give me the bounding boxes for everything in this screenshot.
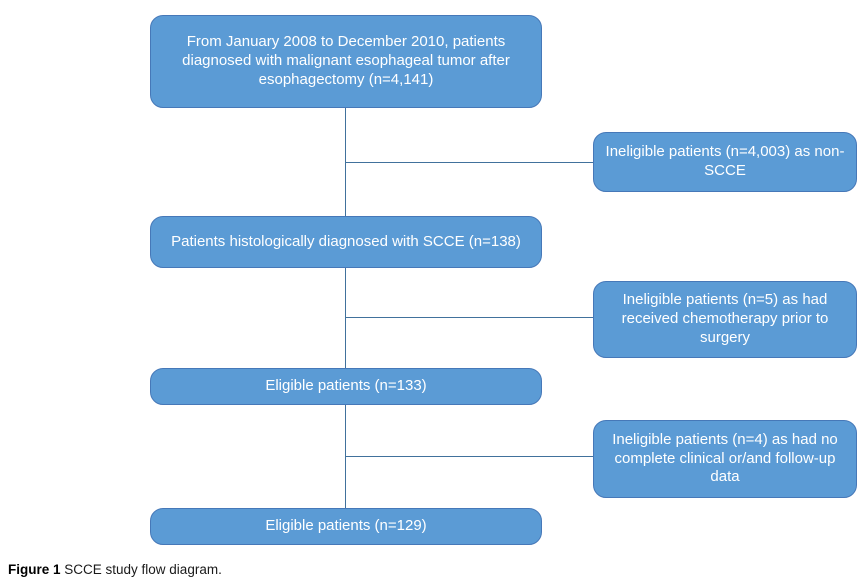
flow-box-eligible-133: Eligible patients (n=133) — [150, 368, 542, 405]
figure-caption-text: SCCE study flow diagram. — [60, 562, 222, 577]
connector-vertical-2 — [345, 267, 346, 369]
flow-box-ineligible-non-scce: Ineligible patients (n=4,003) as non-SCC… — [593, 132, 857, 192]
flow-box-enrollment-text: From January 2008 to December 2010, pati… — [182, 33, 510, 88]
flow-box-eligible-129-text: Eligible patients (n=129) — [265, 517, 427, 535]
flow-box-scce-diagnosed-text: Patients histologically diagnosed with S… — [171, 232, 521, 250]
flow-box-ineligible-non-scce-text: Ineligible patients (n=4,003) as non-SCC… — [605, 143, 845, 179]
flow-box-eligible-129: Eligible patients (n=129) — [150, 508, 542, 545]
connector-vertical-1 — [345, 107, 346, 217]
figure-caption-label: Figure 1 — [8, 562, 61, 577]
connector-branch-3 — [346, 456, 593, 457]
figure-caption: Figure 1 SCCE study flow diagram. — [8, 562, 222, 577]
connector-vertical-3 — [345, 404, 346, 509]
flow-box-ineligible-chemotherapy: Ineligible patients (n=5) as had receive… — [593, 281, 857, 358]
connector-branch-2 — [346, 317, 593, 318]
flow-box-ineligible-incomplete-data: Ineligible patients (n=4) as had no comp… — [593, 420, 857, 498]
flow-box-ineligible-chemotherapy-text: Ineligible patients (n=5) as had receive… — [621, 291, 829, 346]
flow-box-ineligible-incomplete-data-text: Ineligible patients (n=4) as had no comp… — [612, 430, 838, 486]
flow-box-eligible-133-text: Eligible patients (n=133) — [265, 377, 427, 395]
flow-box-enrollment: From January 2008 to December 2010, pati… — [150, 15, 542, 108]
flow-box-scce-diagnosed: Patients histologically diagnosed with S… — [150, 216, 542, 268]
connector-branch-1 — [346, 162, 593, 163]
